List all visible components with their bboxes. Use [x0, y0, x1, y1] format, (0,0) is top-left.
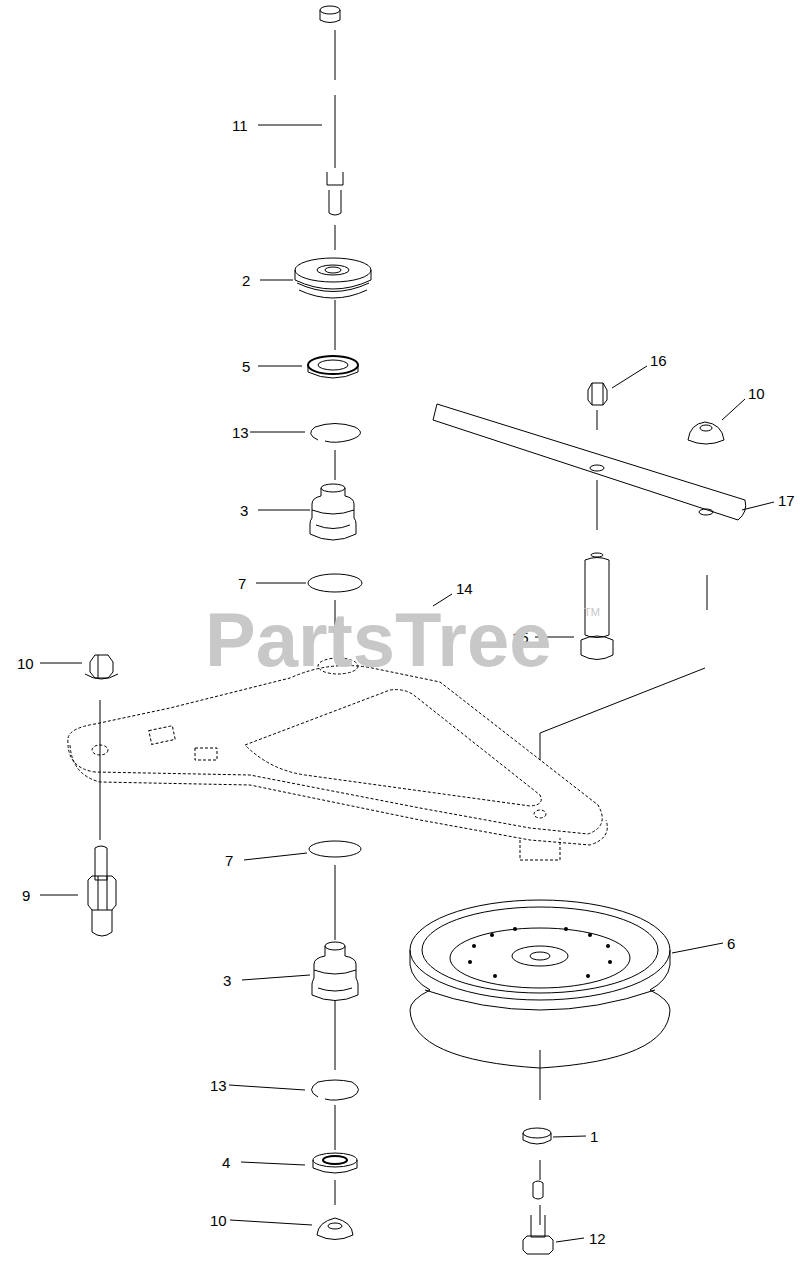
callout-number: 4: [222, 1155, 230, 1170]
callout-number: 10: [17, 656, 34, 671]
callout-number: 6: [727, 936, 735, 951]
callout-number: 3: [240, 503, 248, 518]
callout-number: 12: [589, 1231, 606, 1246]
callout-number: 13: [232, 425, 249, 440]
callout-number: 13: [210, 1078, 227, 1093]
callout-number: 17: [778, 493, 795, 508]
callout-number: 9: [22, 888, 30, 903]
watermark: PartsTree: [205, 602, 551, 678]
callout-number: 1: [590, 1129, 598, 1144]
callout-number: 2: [242, 273, 250, 288]
callout-number: 7: [238, 576, 246, 591]
callout-number: 5: [242, 359, 250, 374]
callout-number: 3: [223, 973, 231, 988]
callout-number: 7: [225, 853, 233, 868]
callout-number: 14: [456, 581, 473, 596]
callout-number: 10: [210, 1213, 227, 1228]
callout-number: 10: [748, 386, 765, 401]
callout-number: 16: [650, 353, 667, 368]
trademark-mark: TM: [584, 607, 600, 618]
callout-number: 11: [232, 118, 248, 133]
